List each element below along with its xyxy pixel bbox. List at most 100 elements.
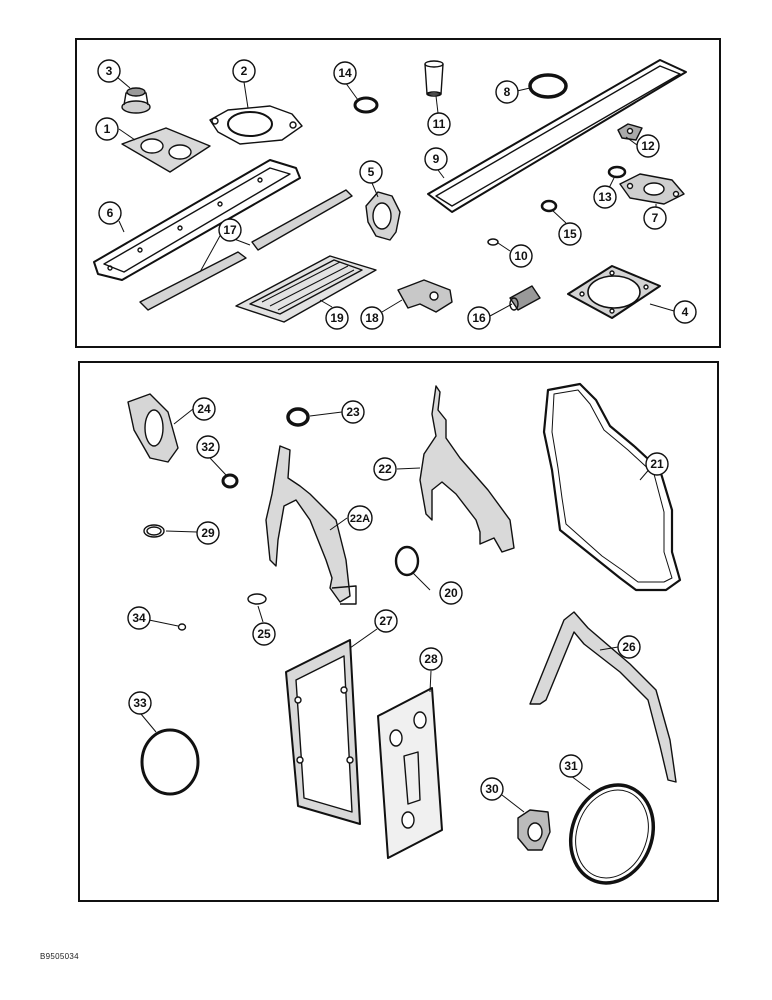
callout-22: 22	[373, 457, 397, 481]
svg-text:2: 2	[241, 64, 248, 78]
svg-text:25: 25	[257, 627, 271, 641]
part-10-o-ring	[487, 238, 499, 246]
callout-29: 29	[196, 521, 220, 545]
leader-lines	[110, 71, 675, 813]
part-8-seal	[528, 73, 568, 99]
part-17-gasket	[139, 189, 353, 311]
svg-text:31: 31	[564, 759, 578, 773]
svg-text:17: 17	[223, 223, 237, 237]
part-15-o-ring	[540, 199, 558, 213]
callout-24: 24	[192, 397, 216, 421]
callout-31: 31	[559, 754, 583, 778]
svg-text:26: 26	[622, 640, 636, 654]
svg-text:7: 7	[652, 211, 659, 225]
part-12-gasket	[617, 123, 643, 141]
callout-2: 2	[232, 59, 256, 83]
svg-text:15: 15	[563, 227, 577, 241]
svg-text:20: 20	[444, 586, 458, 600]
part-26-gasket	[529, 611, 677, 783]
callout-4: 4	[673, 300, 697, 324]
part-7-gasket	[619, 173, 685, 205]
callout-8: 8	[495, 80, 519, 104]
svg-text:5: 5	[368, 165, 375, 179]
callout-23: 23	[341, 400, 365, 424]
svg-text:1: 1	[104, 122, 111, 136]
part-29-o-ring	[143, 524, 165, 538]
part-18-gasket	[397, 279, 453, 313]
svg-text:6: 6	[107, 206, 114, 220]
part-20-seal	[394, 545, 420, 577]
part-6-gasket	[93, 159, 301, 281]
part-4-gasket	[567, 265, 661, 319]
svg-text:29: 29	[201, 526, 215, 540]
part-34-o-ring	[177, 623, 187, 631]
part-5-gasket	[365, 191, 401, 241]
part-27-gasket	[285, 639, 361, 825]
part-1-gasket	[121, 127, 211, 173]
callout-28: 28	[419, 647, 443, 671]
callout-26: 26	[617, 635, 641, 659]
svg-text:3: 3	[106, 64, 113, 78]
svg-text:13: 13	[598, 190, 612, 204]
part-22a-gasket	[265, 445, 357, 605]
callout-21: 21	[645, 452, 669, 476]
part-23-seal	[286, 407, 310, 427]
callout-17: 17	[218, 218, 242, 242]
callout-6: 6	[98, 201, 122, 225]
callout-34: 34	[127, 606, 151, 630]
callout-32: 32	[196, 435, 220, 459]
svg-text:10: 10	[514, 249, 528, 263]
part-28-gasket	[377, 687, 443, 859]
svg-text:8: 8	[504, 85, 511, 99]
part-11-sleeve	[424, 60, 444, 97]
svg-text:24: 24	[197, 402, 211, 416]
part-2-gasket	[209, 105, 303, 145]
callout-27: 27	[374, 609, 398, 633]
callout-3: 3	[97, 59, 121, 83]
callout-1: 1	[95, 117, 119, 141]
svg-text:4: 4	[682, 305, 689, 319]
svg-text:11: 11	[433, 117, 446, 131]
callout-25: 25	[252, 622, 276, 646]
part-31-seal	[568, 783, 656, 885]
callout-13: 13	[593, 185, 617, 209]
callout-30: 30	[480, 777, 504, 801]
callout-10: 10	[509, 244, 533, 268]
callout-19: 19	[325, 306, 349, 330]
callout-22a: 22A	[347, 505, 373, 531]
document-code: B9505034	[40, 952, 79, 961]
svg-text:22: 22	[378, 462, 392, 476]
callout-16: 16	[467, 306, 491, 330]
svg-text:19: 19	[330, 311, 344, 325]
part-13-o-ring	[607, 165, 627, 179]
callout-12: 12	[636, 134, 660, 158]
svg-text:22A: 22A	[350, 513, 370, 525]
svg-text:27: 27	[379, 614, 393, 628]
part-33-seal	[140, 728, 200, 796]
callouts: 1 2 3 4 5 6 7 8 9 10 11 12 13 14 15 16 1…	[95, 59, 697, 801]
svg-text:34: 34	[132, 611, 146, 625]
callout-11: 11	[427, 112, 451, 136]
svg-text:23: 23	[346, 405, 360, 419]
part-14-seal	[353, 96, 379, 114]
callout-5: 5	[359, 160, 383, 184]
svg-text:30: 30	[485, 782, 499, 796]
callout-33: 33	[128, 691, 152, 715]
part-30-gasket	[517, 809, 551, 851]
callout-15: 15	[558, 222, 582, 246]
svg-text:14: 14	[338, 66, 352, 80]
svg-text:33: 33	[133, 696, 147, 710]
svg-text:16: 16	[472, 311, 486, 325]
part-19-gasket	[235, 255, 377, 323]
part-24-gasket	[127, 393, 179, 463]
callout-18: 18	[360, 306, 384, 330]
callout-7: 7	[643, 206, 667, 230]
part-3-seal	[121, 87, 151, 114]
part-21-gasket	[542, 382, 682, 592]
part-16-sleeve	[509, 285, 541, 311]
svg-text:21: 21	[650, 457, 664, 471]
svg-text:12: 12	[641, 139, 655, 153]
part-22-gasket	[419, 385, 515, 553]
svg-text:28: 28	[424, 652, 438, 666]
